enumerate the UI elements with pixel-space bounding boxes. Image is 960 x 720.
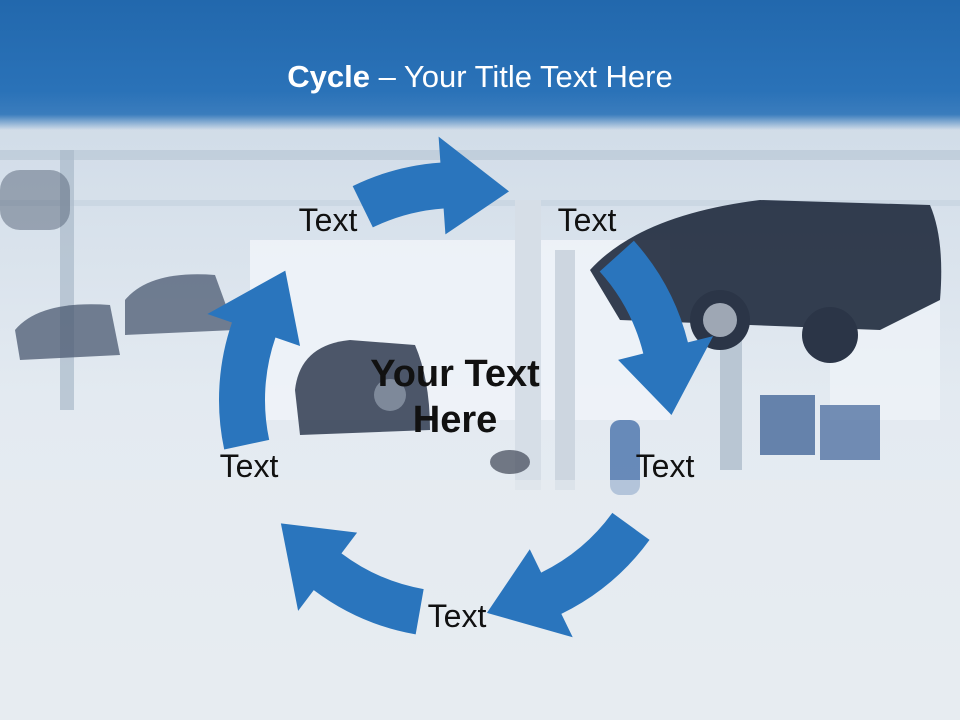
slide-title: Cycle – Your Title Text Here [0,58,960,96]
cycle-arrow-5 [207,270,301,450]
cycle-arrow-1 [352,136,510,235]
cycle-label-4: Text [427,598,487,634]
cycle-label-2: Text [557,202,617,238]
cycle-arrow-4 [280,523,424,635]
title-bold: Cycle [287,59,370,94]
title-bar [0,0,960,130]
cycle-label-3: Text [635,448,695,484]
arrow-group [207,136,714,638]
cycle-label-1: Text [298,202,358,238]
title-rest: – Your Title Text Here [370,59,673,94]
cycle-arrow-2 [599,240,714,415]
cycle-label-5: Text [219,448,279,484]
center-text: Your Text Here [370,353,540,441]
cycle-arrow-3 [486,512,650,638]
